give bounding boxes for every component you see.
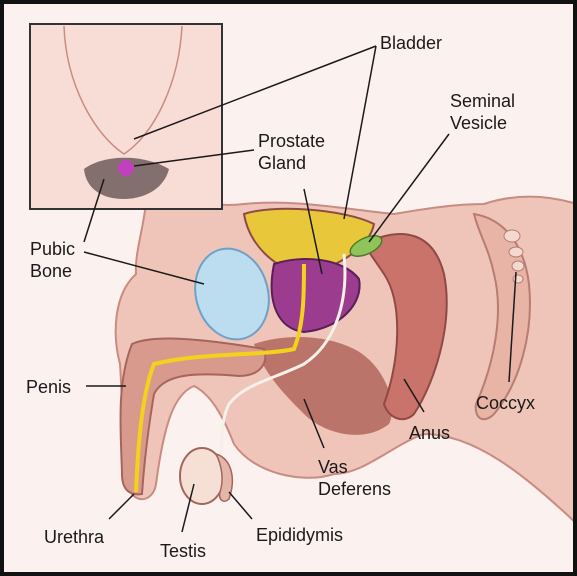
label-bladder: Bladder: [380, 32, 442, 54]
label-vas-deferens: Vas Deferens: [318, 456, 391, 500]
leader-line-bladder-2: [344, 46, 376, 219]
label-testis: Testis: [160, 540, 206, 562]
label-pubic-bone: Pubic Bone: [30, 238, 75, 282]
label-urethra: Urethra: [44, 526, 104, 548]
label-epididymis: Epididymis: [256, 524, 343, 546]
label-seminal-vesicle: Seminal Vesicle: [450, 90, 515, 134]
label-coccyx: Coccyx: [476, 392, 535, 414]
leader-line-urethra: [109, 494, 134, 519]
label-anus: Anus: [409, 422, 450, 444]
leader-line-epididymis: [229, 492, 252, 519]
label-prostate-gland: Prostate Gland: [258, 130, 325, 174]
label-penis: Penis: [26, 376, 71, 398]
inset-prostate-marker: [118, 160, 134, 176]
